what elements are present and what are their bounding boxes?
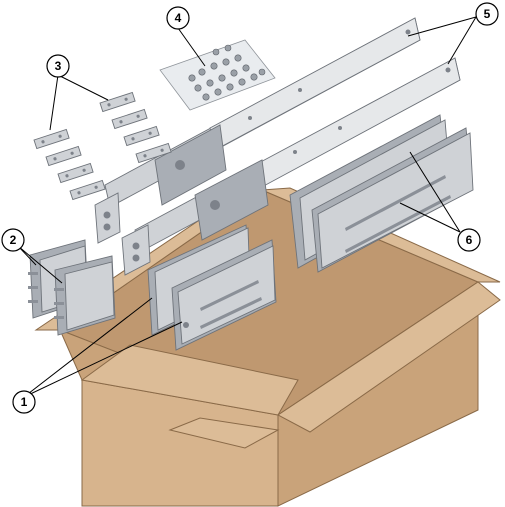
callout-circle [12, 390, 36, 414]
callout-1: 1 [12, 390, 36, 414]
leader-line-3 [49, 74, 59, 131]
slide-rail-upper [94, 17, 421, 244]
leader-line-3 [57, 74, 109, 101]
cma-notch [28, 300, 38, 303]
bracket-slot [345, 195, 451, 253]
callout-label: 4 [175, 11, 182, 25]
callout-circle [475, 2, 499, 26]
rail-hole [248, 116, 252, 120]
box-inner-crease [168, 417, 280, 449]
bracket-face [177, 245, 276, 345]
rear-bracket-front [311, 127, 474, 273]
bracket-face [317, 132, 474, 269]
cma-notch [54, 288, 64, 291]
callout-4: 4 [166, 6, 190, 30]
rail-hole [405, 29, 411, 35]
rail-bracket-hole [132, 242, 140, 250]
rail-hole [298, 88, 302, 92]
small-bracket [111, 108, 148, 130]
rail-end-bracket [121, 224, 151, 276]
callout-3: 3 [46, 54, 70, 78]
leader-lines [17, 16, 477, 398]
callout-label: 6 [466, 233, 473, 247]
bracket-hole [183, 322, 189, 328]
rail-hole [338, 126, 342, 130]
rail-bracket-hole [103, 223, 111, 231]
slide-rail-lower [121, 57, 461, 276]
screws [188, 44, 266, 101]
rail-slider-hole [175, 160, 185, 170]
small-bracket [69, 179, 106, 201]
cma-notch [54, 316, 64, 319]
bracket-slot [345, 175, 446, 231]
callout-6: 6 [457, 228, 481, 252]
cma-notch [28, 286, 38, 289]
bracket-slot [200, 297, 262, 329]
callout-circle [46, 54, 70, 78]
rail-slider-block [154, 124, 227, 206]
cma-bracket-front [54, 255, 116, 336]
rail-hole [293, 150, 297, 154]
small-bracket [123, 125, 160, 147]
callout-label: 1 [21, 395, 28, 409]
leader-line-6 [409, 151, 461, 233]
small-brackets [33, 91, 172, 201]
callout-label: 3 [55, 59, 62, 73]
leader-line-4 [177, 27, 206, 67]
rail-bracket-hole [103, 211, 111, 219]
callout-label: 5 [484, 7, 491, 21]
small-bracket [33, 128, 70, 150]
callout-circle [457, 228, 481, 252]
callout-5: 5 [475, 2, 499, 26]
bracket-slot [200, 280, 259, 311]
small-bracket [57, 162, 94, 184]
leader-line-1 [23, 321, 183, 398]
screw-bag [159, 39, 276, 111]
callout-circle [1, 228, 25, 252]
rail-slider-hole [210, 200, 220, 210]
rail-hole [445, 67, 451, 73]
leader-line-2 [17, 245, 63, 284]
leader-line-1 [23, 297, 153, 398]
small-bracket [45, 145, 82, 167]
rail-bracket-hole [132, 254, 140, 262]
front-bracket-front [171, 239, 277, 351]
callout-circle [166, 6, 190, 30]
box-front-flap [80, 344, 299, 416]
callout-label: 2 [10, 233, 17, 247]
rail-slider-block [194, 159, 269, 241]
cma-notch [28, 272, 38, 275]
cma-notch [54, 302, 64, 305]
callout-2: 2 [1, 228, 25, 252]
box-right-flap [277, 281, 501, 433]
cma-face [64, 261, 115, 331]
leader-line-5 [407, 16, 477, 37]
small-bracket [99, 91, 136, 113]
leader-line-5 [447, 16, 477, 65]
small-bracket [135, 142, 172, 164]
leader-line-6 [399, 202, 461, 233]
